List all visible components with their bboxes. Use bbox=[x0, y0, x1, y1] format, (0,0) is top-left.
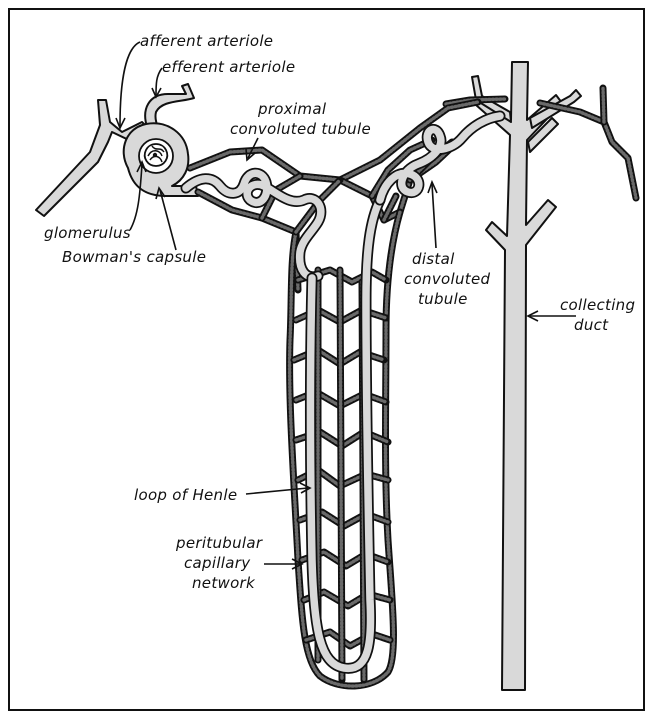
loop-of-henle-label: loop of Henle bbox=[134, 486, 237, 504]
loop-of-henle-pointer bbox=[246, 488, 308, 494]
collecting-duct-label-line2: duct bbox=[574, 316, 609, 334]
afferent-arteriole-pointer bbox=[120, 42, 140, 126]
distal-tubule-label-line2: convoluted bbox=[404, 270, 490, 288]
label-efferent-arteriole: efferent arteriole bbox=[152, 58, 295, 97]
distal-tubule-pointer bbox=[432, 184, 436, 248]
label-loop-of-henle: loop of Henle bbox=[134, 483, 310, 504]
label-peritubular-capillary-network: peritubular capillary network bbox=[175, 534, 302, 592]
collecting-duct bbox=[472, 62, 581, 690]
label-proximal-tubule: proximal convoluted tubule bbox=[230, 100, 371, 160]
distal-tubule-label-line1: distal bbox=[412, 250, 455, 268]
collecting-duct-label-line1: collecting bbox=[560, 296, 635, 314]
peritubular-label-line1: peritubular bbox=[175, 534, 263, 552]
proximal-tubule-label-line1: proximal bbox=[257, 100, 327, 118]
bowmans-capsule-pointer bbox=[160, 190, 176, 250]
bowmans-capsule-label: Bowman's capsule bbox=[62, 248, 206, 266]
label-afferent-arteriole: afferent arteriole bbox=[116, 32, 273, 128]
distal-tubule-label-line3: tubule bbox=[418, 290, 468, 308]
proximal-tubule-label-line2: convoluted tubule bbox=[230, 120, 371, 138]
peritubular-label-line3: network bbox=[192, 574, 256, 592]
glomerulus-label: glomerulus bbox=[44, 224, 131, 242]
efferent-arteriole-label: efferent arteriole bbox=[162, 58, 295, 76]
label-collecting-duct: collecting duct bbox=[528, 296, 635, 334]
label-distal-tubule: distal convoluted tubule bbox=[404, 182, 490, 308]
peritubular-label-line2: capillary bbox=[184, 554, 251, 572]
afferent-arteriole-label: afferent arteriole bbox=[140, 32, 273, 50]
